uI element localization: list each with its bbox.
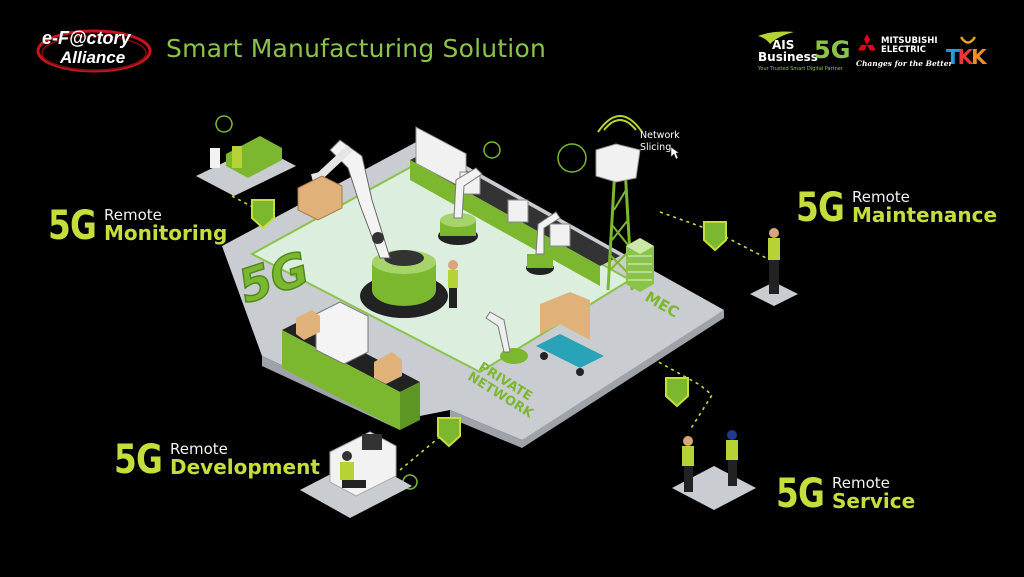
- security-shields: [251, 199, 727, 448]
- service-small-label: Remote: [170, 439, 228, 458]
- connector-maintenance: [659, 211, 771, 261]
- logo-efactory-text: e-F@ctory: [42, 28, 131, 48]
- network-slicing-label: Network Slicing: [640, 130, 680, 155]
- logo-swoosh-icon: [36, 29, 152, 73]
- shield-icon: [703, 221, 727, 252]
- network-slicing-line1: Network: [640, 130, 680, 141]
- electric-text: ELECTRIC: [881, 45, 927, 55]
- wifi-icon: [557, 143, 587, 173]
- mitsubishi-tagline: Changes for the Better: [856, 59, 953, 68]
- service-5g-prefix: 5G: [776, 471, 825, 517]
- development-desk: [300, 431, 412, 518]
- shield-icon: [251, 199, 275, 230]
- service-big-label: Development: [170, 455, 320, 480]
- service-5g-prefix: 5G: [114, 437, 163, 483]
- service-big-label: Maintenance: [852, 203, 998, 228]
- service-big-label: Monitoring: [104, 221, 228, 246]
- service-small-label: Remote: [104, 205, 162, 224]
- service-small-label: Remote: [852, 187, 910, 206]
- mec-server: [626, 238, 654, 292]
- mitsubishi-text: MITSUBISHI: [881, 36, 938, 46]
- page-title: Smart Manufacturing Solution: [166, 34, 546, 63]
- mitsubishi-electric-logo: MITSUBISHI ELECTRIC Changes for the Bett…: [856, 34, 952, 74]
- service-5g-prefix: 5G: [796, 185, 845, 231]
- three-diamonds-icon: [858, 34, 876, 51]
- shield-icon: [665, 377, 689, 408]
- efactory-alliance-logo: e-F@ctory Alliance: [34, 26, 152, 76]
- tkk-logo: TKK: [946, 36, 994, 72]
- service-remote-monitoring: 5G Remote Monitoring: [48, 206, 227, 246]
- service-remote-maintenance: 5G Remote Maintenance: [796, 188, 997, 228]
- logo-alliance-text: Alliance: [60, 48, 126, 67]
- ais-business-text: Business: [758, 50, 818, 64]
- service-big-label: Service: [832, 489, 916, 514]
- ais-business-5g-logo: AIS Business 5G Your Trusted Smart Digit…: [756, 30, 850, 74]
- ais-5g-badge: 5G: [814, 36, 851, 64]
- ais-wing-icon: [758, 31, 794, 44]
- service-remote-service: 5G Remote Service: [776, 474, 915, 514]
- wifi-icon: [483, 141, 501, 159]
- ais-text: AIS: [772, 38, 795, 52]
- cardboard-box: [297, 175, 343, 221]
- wifi-icon: [215, 115, 233, 133]
- delivery-cart: [536, 334, 604, 368]
- network-slicing-line2: Slicing: [640, 142, 672, 154]
- tkk-crescent-icon: [960, 36, 976, 44]
- 5g-tower: [595, 115, 643, 291]
- service-workers: [672, 430, 756, 510]
- worker-floor: [448, 270, 458, 288]
- service-small-label: Remote: [832, 473, 890, 492]
- tkk-text: TKK: [946, 45, 987, 69]
- service-remote-development: 5G Remote Development: [114, 440, 320, 480]
- maintenance-worker: [750, 228, 798, 306]
- ais-tagline: Your Trusted Smart Digital Partner: [758, 66, 843, 72]
- mouse-cursor-icon: [670, 146, 680, 160]
- service-5g-prefix: 5G: [48, 203, 97, 249]
- shield-icon: [437, 417, 461, 448]
- monitoring-station: [196, 136, 296, 196]
